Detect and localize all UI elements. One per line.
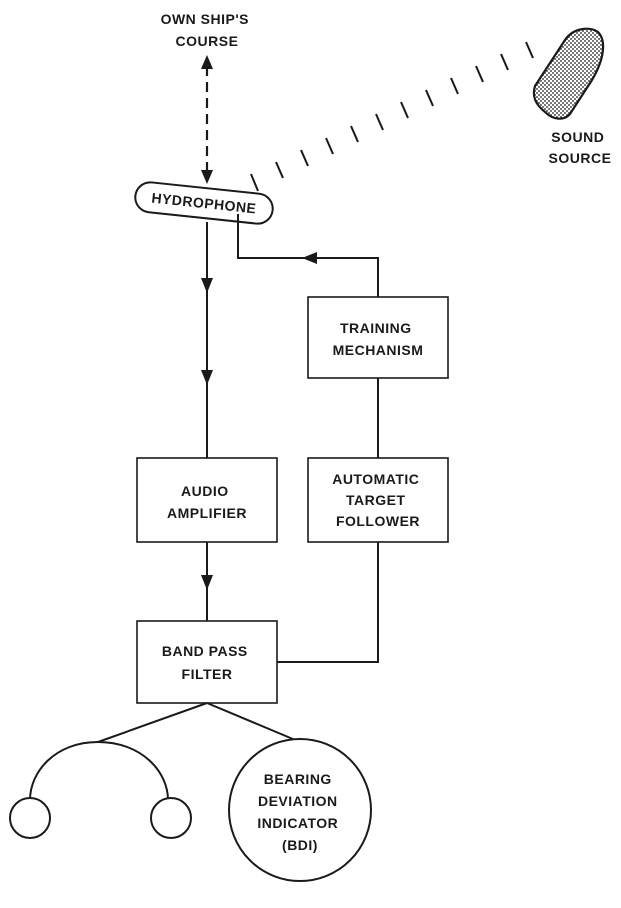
band-pass-filter-label: BAND PASS FILTER — [162, 643, 252, 682]
sound-source-shape — [532, 27, 605, 120]
feedback-arrowhead-icon — [302, 252, 317, 264]
signal-arrowhead-icon — [201, 278, 213, 293]
training-mechanism-label: TRAINING MECHANISM — [333, 320, 424, 358]
own-ship-course-label: OWN SHIP'S COURSE — [161, 11, 254, 49]
headphones-icon — [9, 740, 192, 839]
automatic-target-follower-box — [307, 457, 449, 543]
course-arrowhead-up-icon — [201, 55, 213, 69]
audio-amplifier-box — [136, 457, 278, 543]
hydrophone-capsule — [134, 181, 274, 225]
filter-to-headphones-wire — [97, 702, 208, 743]
course-arrowhead-down-icon — [201, 170, 213, 184]
signal-arrowhead-icon — [201, 370, 213, 385]
audio-amplifier-label: AUDIO AMPLIFIER — [167, 483, 247, 521]
bdi-label: BEARING DEVIATION INDICATOR (BDI) — [257, 771, 342, 853]
sound-rays — [250, 41, 534, 192]
bdi-circle — [228, 738, 372, 882]
training-to-hydrophone-wire — [237, 214, 379, 297]
filter-to-follower-wire — [277, 542, 379, 663]
automatic-target-follower-label: AUTOMATIC TARGET FOLLOWER — [332, 471, 424, 529]
filter-to-bdi-wire — [206, 702, 301, 743]
band-pass-filter-box — [136, 620, 278, 704]
training-mechanism-box — [307, 296, 449, 379]
signal-arrowhead-icon — [201, 575, 213, 590]
sound-source-label: SOUND SOURCE — [549, 129, 612, 166]
